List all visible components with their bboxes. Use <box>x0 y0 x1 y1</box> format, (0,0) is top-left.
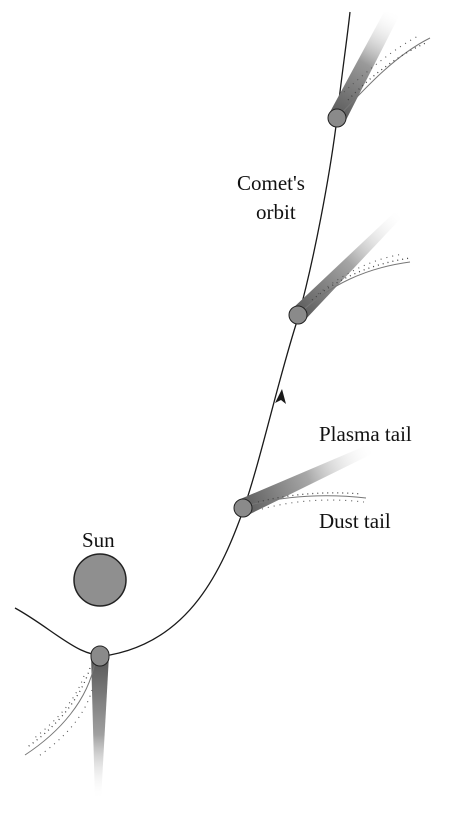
nucleus-2 <box>288 305 308 325</box>
plasma-tail-2 <box>292 209 404 321</box>
nucleus-1 <box>327 108 347 128</box>
dust-particles-1 <box>347 41 429 101</box>
sun-label: Sun <box>82 528 115 552</box>
plasma-tail-4 <box>91 655 109 800</box>
comet-3 <box>233 443 376 518</box>
comet-1 <box>327 12 431 128</box>
nucleus-4 <box>90 645 110 667</box>
comet-orbit-path <box>14 11 351 657</box>
plasma-tail-1 <box>330 12 400 124</box>
dust-tail-2 <box>299 261 411 314</box>
dust-particles-3 <box>257 492 363 503</box>
plasma-tail-label: Plasma tail <box>319 422 412 446</box>
orbit-label-line1: Comet's <box>237 171 305 195</box>
comet-2 <box>288 209 411 325</box>
nucleus-3 <box>233 498 253 518</box>
dust-tail-4 <box>24 661 96 756</box>
arrowhead-icon <box>275 389 286 404</box>
dust-particles-4b <box>31 675 85 741</box>
comet-4 <box>24 645 110 800</box>
dust-particles-4c <box>35 689 93 759</box>
plasma-tail-3 <box>238 443 376 516</box>
orbit-label-line2: orbit <box>256 200 296 224</box>
dust-tail-1 <box>338 37 431 117</box>
sun <box>73 553 127 607</box>
dust-tail-3 <box>245 495 367 507</box>
dust-tail-label: Dust tail <box>319 509 391 533</box>
dust-particles-4 <box>25 667 91 749</box>
